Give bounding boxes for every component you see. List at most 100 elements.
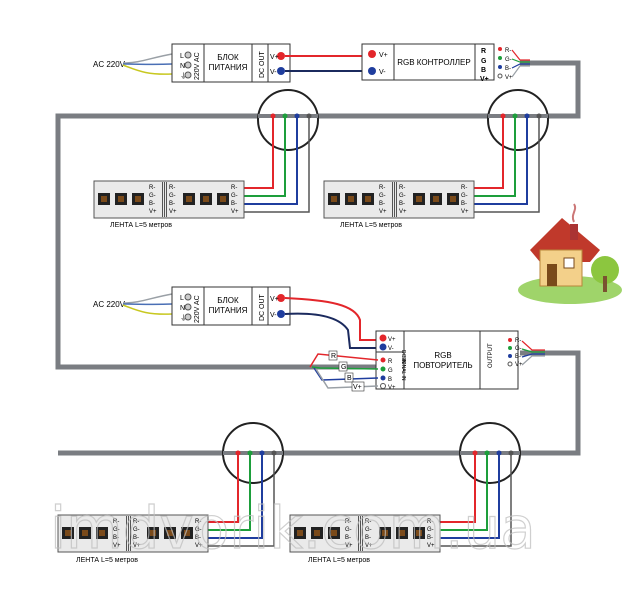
led-strip-1: R-G-B-V+ R-G-B-V+ R-G-B-V+ ЛЕНТА L=5 мет… bbox=[93, 180, 245, 229]
svg-text:G-: G- bbox=[169, 193, 176, 199]
svg-text:G-: G- bbox=[345, 527, 352, 533]
svg-text:V+: V+ bbox=[388, 337, 396, 343]
svg-text:RGB: RGB bbox=[434, 351, 451, 360]
svg-text:G-: G- bbox=[113, 527, 120, 533]
svg-text:V+: V+ bbox=[353, 384, 362, 391]
svg-text:V+: V+ bbox=[515, 362, 523, 368]
svg-text:БЛОК: БЛОК bbox=[217, 296, 239, 305]
svg-text:B-: B- bbox=[195, 535, 201, 541]
svg-text:R: R bbox=[331, 353, 336, 360]
svg-text:V+: V+ bbox=[505, 75, 513, 81]
svg-text:G: G bbox=[341, 364, 346, 371]
svg-text:DC OUT: DC OUT bbox=[259, 50, 266, 78]
led-strip-2: R-G-B-V+ R-G-B-V+ R-G-B-V+ ЛЕНТА L=5 мет… bbox=[323, 180, 475, 229]
magnifier-circle-icon bbox=[208, 422, 284, 547]
svg-text:G-: G- bbox=[399, 193, 406, 199]
svg-text:R-: R- bbox=[133, 519, 139, 525]
ground-symbol-icon: ⏚ bbox=[180, 72, 187, 80]
power-supply-1: AC 220V L N ⏚ 220V AC БЛОК ПИТАНИЯ DC OU… bbox=[93, 43, 291, 83]
svg-text:B-: B- bbox=[345, 535, 351, 541]
svg-text:V+: V+ bbox=[113, 543, 121, 549]
svg-text:B-: B- bbox=[149, 201, 155, 207]
svg-text:B-: B- bbox=[231, 201, 237, 207]
svg-text:L: L bbox=[180, 53, 184, 60]
controller-title: RGB КОНТРОЛЛЕР bbox=[397, 58, 470, 67]
svg-text:V-: V- bbox=[388, 346, 394, 352]
svg-text:ПОВТОРИТЕЛЬ: ПОВТОРИТЕЛЬ bbox=[413, 361, 472, 370]
svg-text:R-: R- bbox=[231, 185, 237, 191]
svg-text:R-: R- bbox=[379, 185, 385, 191]
svg-text:R-: R- bbox=[149, 185, 155, 191]
svg-text:B-: B- bbox=[461, 201, 467, 207]
strip-label: ЛЕНТА L=5 метров bbox=[76, 557, 138, 564]
svg-text:B-: B- bbox=[505, 66, 511, 72]
svg-text:R-: R- bbox=[113, 519, 119, 525]
rgb-controller: V+ V- RGB КОНТРОЛЛЕР R G B V+ R- G- B- V… bbox=[361, 43, 530, 83]
magnifier-circle-icon bbox=[244, 89, 319, 213]
svg-text:ПИТАНИЯ: ПИТАНИЯ bbox=[209, 306, 248, 315]
svg-text:R-: R- bbox=[505, 48, 511, 54]
svg-text:DC IN: DC IN bbox=[400, 350, 406, 364]
svg-text:G-: G- bbox=[365, 527, 372, 533]
svg-text:G-: G- bbox=[505, 57, 512, 63]
svg-text:V+: V+ bbox=[231, 209, 239, 215]
svg-text:B-: B- bbox=[133, 535, 139, 541]
svg-text:G-: G- bbox=[133, 527, 140, 533]
svg-text:B-: B- bbox=[399, 201, 405, 207]
svg-text:V+: V+ bbox=[195, 543, 203, 549]
svg-text:G: G bbox=[388, 368, 393, 374]
svg-text:B-: B- bbox=[515, 354, 521, 360]
magnifier-circle-icon bbox=[440, 422, 521, 547]
svg-text:V+: V+ bbox=[270, 54, 279, 61]
power-supply-2: AC 220V L N ⏚ 220V AC БЛОК ПИТАНИЯ DC OU… bbox=[93, 286, 291, 326]
strip-label: ЛЕНТА L=5 метров bbox=[340, 222, 402, 229]
svg-text:V+: V+ bbox=[379, 209, 387, 215]
svg-text:R: R bbox=[388, 359, 393, 365]
svg-text:G-: G- bbox=[515, 346, 522, 352]
rgb-repeater: V+ V- R G B V+ DC IN SIGNAL IN RGB ПОВТО… bbox=[375, 330, 545, 391]
svg-text:V+: V+ bbox=[133, 543, 141, 549]
watermark: imdvorik.com.ua bbox=[50, 494, 536, 562]
svg-text:B-: B- bbox=[379, 201, 385, 207]
svg-text:G-: G- bbox=[461, 193, 468, 199]
strip-label: ЛЕНТА L=5 метров bbox=[308, 557, 370, 564]
svg-text:V+: V+ bbox=[480, 76, 489, 83]
svg-text:R-: R- bbox=[365, 519, 371, 525]
svg-text:V+: V+ bbox=[270, 296, 279, 303]
svg-text:G-: G- bbox=[379, 193, 386, 199]
svg-text:БЛОК: БЛОК bbox=[217, 53, 239, 62]
svg-text:R-: R- bbox=[399, 185, 405, 191]
svg-text:G-: G- bbox=[427, 527, 434, 533]
svg-text:V+: V+ bbox=[345, 543, 353, 549]
svg-text:G-: G- bbox=[195, 527, 202, 533]
svg-text:ПИТАНИЯ: ПИТАНИЯ bbox=[209, 63, 248, 72]
svg-text:V+: V+ bbox=[427, 543, 435, 549]
strip-label: ЛЕНТА L=5 метров bbox=[110, 222, 172, 229]
svg-text:DC OUT: DC OUT bbox=[259, 293, 266, 321]
svg-text:V+: V+ bbox=[399, 209, 407, 215]
svg-text:R: R bbox=[481, 48, 486, 55]
svg-text:V+: V+ bbox=[388, 385, 396, 391]
svg-text:R-: R- bbox=[461, 185, 467, 191]
svg-text:L: L bbox=[180, 295, 184, 302]
led-strip-3: R-G-B-V+ R-G-B-V+ R-G-B-V+ ЛЕНТА L=5 мет… bbox=[57, 514, 209, 564]
svg-text:OUTPUT: OUTPUT bbox=[488, 343, 494, 368]
svg-text:N: N bbox=[180, 305, 185, 312]
svg-text:B-: B- bbox=[427, 535, 433, 541]
svg-text:V+: V+ bbox=[169, 209, 177, 215]
svg-text:B-: B- bbox=[169, 201, 175, 207]
svg-text:V-: V- bbox=[270, 312, 277, 319]
signal-wires bbox=[309, 353, 379, 389]
ac-220v-label: AC 220V bbox=[93, 60, 126, 69]
svg-text:220V AC: 220V AC bbox=[194, 295, 201, 323]
led-strip-4: R-G-B-V+ R-G-B-V+ R-G-B-V+ ЛЕНТА L=5 мет… bbox=[289, 514, 441, 564]
svg-text:220V AC: 220V AC bbox=[194, 52, 201, 80]
svg-text:R-: R- bbox=[345, 519, 351, 525]
magnifier-circle-icon bbox=[474, 89, 549, 213]
svg-text:V-: V- bbox=[270, 69, 277, 76]
svg-text:V+: V+ bbox=[379, 52, 388, 59]
svg-text:B-: B- bbox=[365, 535, 371, 541]
svg-text:R-: R- bbox=[195, 519, 201, 525]
svg-text:G: G bbox=[481, 58, 487, 65]
svg-text:SIGNAL IN: SIGNAL IN bbox=[400, 356, 406, 381]
